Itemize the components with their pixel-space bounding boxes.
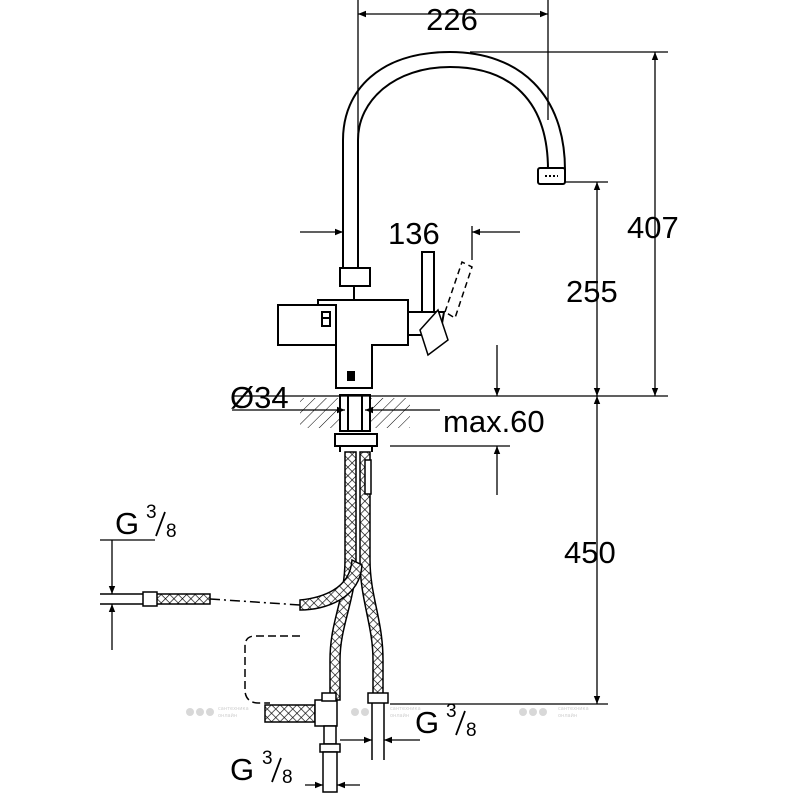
svg-text:G: G [230,752,254,787]
svg-text:сантехника: сантехника [390,706,421,712]
spout-inner [357,65,549,270]
conn-bottom-thread: G 3 8 [230,748,293,788]
watermark-left: сантехника онлайн [186,706,249,719]
left-supply-pipe [154,593,211,605]
dim-total-height: 407 [627,210,679,245]
hose-branch-left [299,558,363,611]
column-collar [339,267,371,287]
mounting-nut [334,433,378,447]
dim-outlet-height: 255 [566,274,618,309]
svg-text:сантехника: сантехника [218,706,249,712]
dim-hose-length: 450 [564,535,616,570]
dim-spout-reach: 226 [426,2,478,37]
right-lever [421,251,435,313]
svg-text:3: 3 [146,502,157,523]
dim-handle-offset: 136 [388,216,440,251]
svg-text:онлайн: онлайн [558,712,577,719]
countertop [300,394,410,452]
svg-text:сантехника: сантехника [558,706,589,712]
watermark-center: сантехника онлайн [351,706,421,719]
spout-outer [342,50,566,270]
conn-bottom-right-thread: G 3 8 [415,701,477,741]
svg-text:8: 8 [466,720,477,741]
conn-left-thread: G 3 8 [115,502,177,542]
spout-outlet [537,167,566,185]
dim-base-diameter: Ø34 [230,380,289,415]
svg-text:G: G [115,506,139,541]
hoses [100,451,389,793]
faucet-body [277,50,566,389]
dim-max-thickness: max.60 [443,404,545,439]
svg-text:онлайн: онлайн [390,712,409,719]
svg-text:8: 8 [282,767,293,788]
watermark-right: сантехника онлайн [519,706,589,719]
tee-connector [314,699,338,727]
svg-text:онлайн: онлайн [218,712,237,719]
dimension-lines [100,0,668,789]
svg-text:3: 3 [446,701,457,722]
svg-text:G: G [415,705,439,740]
svg-text:3: 3 [262,748,273,769]
svg-text:8: 8 [166,521,177,542]
lever-alt-position [444,260,473,320]
